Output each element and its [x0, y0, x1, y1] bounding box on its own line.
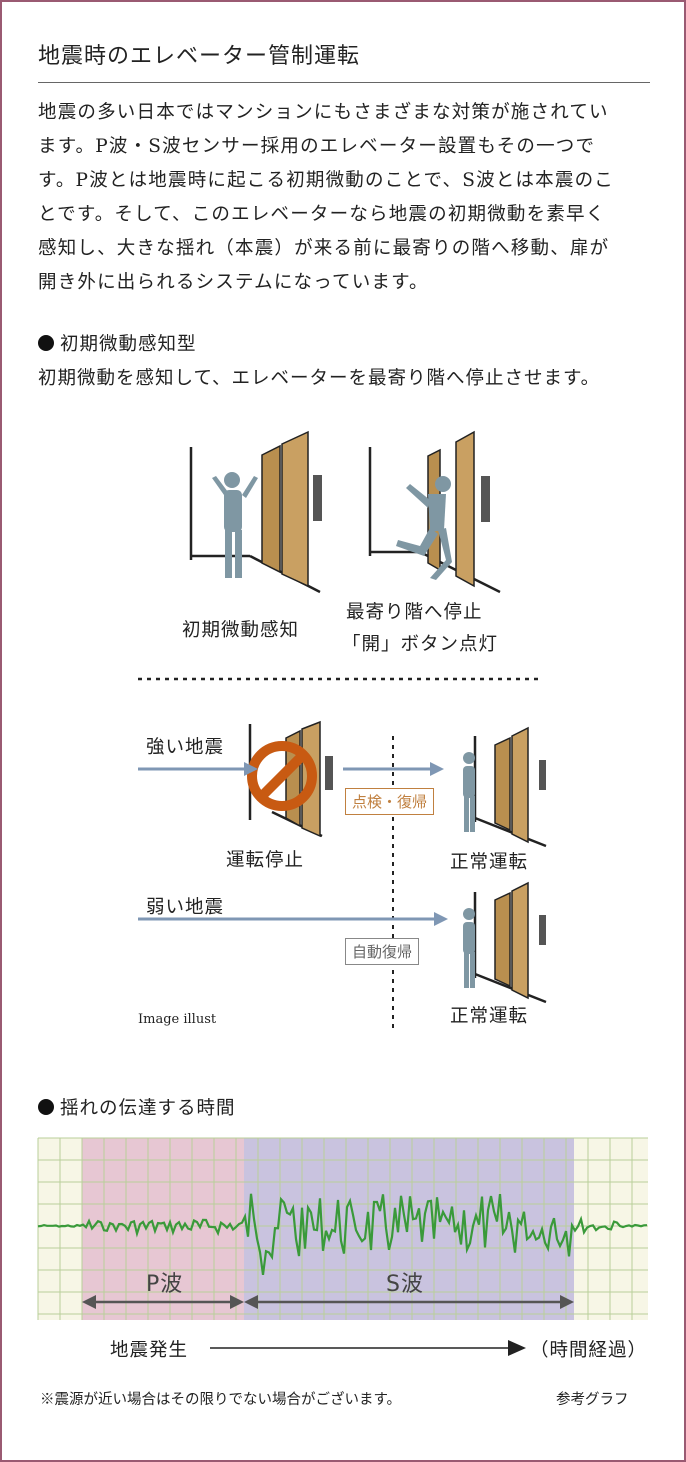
section2-heading: 揺れの伝達する時間: [38, 1094, 236, 1120]
footnote: ※震源が近い場合はその限りでない場合がございます。: [40, 1392, 402, 1408]
elevator-button-panel: [481, 476, 490, 522]
seismograph-graph: [37, 1137, 648, 1320]
intro-paragraph: 地震の多い日本ではマンションにもさまざまな対策が施されてい ます。P波・S波セン…: [38, 96, 654, 300]
seismic-wave-line: [37, 1193, 648, 1276]
door-panel: [455, 430, 475, 588]
image-illust-note: Image illust: [138, 1012, 217, 1027]
s-wave-zone: [244, 1138, 574, 1320]
scene-detect: [189, 430, 322, 594]
reference-graph-label: 参考グラフ: [556, 1392, 629, 1408]
time-axis-arrow: [210, 1340, 526, 1356]
door-panel: [281, 430, 309, 588]
caption-open-button: 「開」ボタン点灯: [342, 634, 499, 655]
section1-heading: 初期微動感知型: [38, 330, 197, 356]
inspect-arrow: [343, 762, 444, 776]
inspect-restore-badge: 点検・復帰: [345, 788, 435, 815]
bullet-icon: [38, 1099, 54, 1115]
bullet-icon: [38, 335, 54, 351]
section1-heading-text: 初期微動感知型: [60, 334, 197, 355]
strong-quake-arrow: [138, 762, 258, 776]
intro-line: 地震の多い日本ではマンションにもさまざまな対策が施されてい: [38, 102, 609, 123]
s-wave-label: S波: [386, 1272, 424, 1297]
strong-quake-label: 強い地震: [146, 737, 225, 758]
person-icon: [463, 908, 475, 988]
intro-line: 開き外に出られるシステムになっています。: [38, 272, 429, 293]
normal-operation-label: 正常運転: [450, 852, 529, 873]
p-wave-label: P波: [146, 1272, 184, 1297]
intro-line: ます。P波・S波センサー採用のエレベーター設置もその一つで: [38, 136, 596, 157]
auto-restore-badge: 自動復帰: [345, 938, 420, 965]
prohibited-icon: [247, 741, 317, 811]
scene-stop-nearest: [368, 430, 501, 594]
weak-quake-arrow: [138, 912, 448, 926]
intro-line: す。P波とは地震時に起こる初期微動のことで、S波とは本震のこ: [38, 170, 614, 191]
elapsed-time-label: （時間経過）: [530, 1340, 648, 1361]
page-title: 地震時のエレベーター管制運転: [38, 44, 361, 69]
normal-elevator-1: [463, 726, 547, 848]
section2-heading-text: 揺れの伝達する時間: [60, 1098, 236, 1119]
normal-operation-label: 正常運転: [450, 1006, 529, 1027]
weak-quake-label: 弱い地震: [146, 897, 225, 918]
person-icon: [463, 752, 475, 832]
stopped-elevator: [248, 720, 333, 838]
elevator-button-panel: [313, 475, 322, 521]
normal-elevator-2: [463, 881, 547, 1004]
s-wave-span-arrow: [244, 1295, 574, 1309]
intro-line: とです。そして、このエレベーターなら地震の初期微動を素早く: [38, 204, 606, 225]
earthquake-start-label: 地震発生: [110, 1340, 189, 1361]
caption-detect: 初期微動感知: [182, 620, 300, 641]
caption-stop-nearest: 最寄り階へ停止: [346, 602, 483, 623]
intro-line: 感知し、大きな揺れ（本震）が来る前に最寄りの階へ移動、扉が: [38, 238, 610, 259]
door-panel: [261, 444, 281, 574]
stop-operation-label: 運転停止: [226, 850, 305, 871]
person-icon: [212, 472, 258, 578]
person-exiting-icon: [396, 476, 452, 580]
section1-description: 初期微動を感知して、エレベーターを最寄り階へ停止させます。: [38, 368, 601, 389]
title-divider: [38, 82, 650, 83]
p-wave-span-arrow: [82, 1295, 244, 1309]
